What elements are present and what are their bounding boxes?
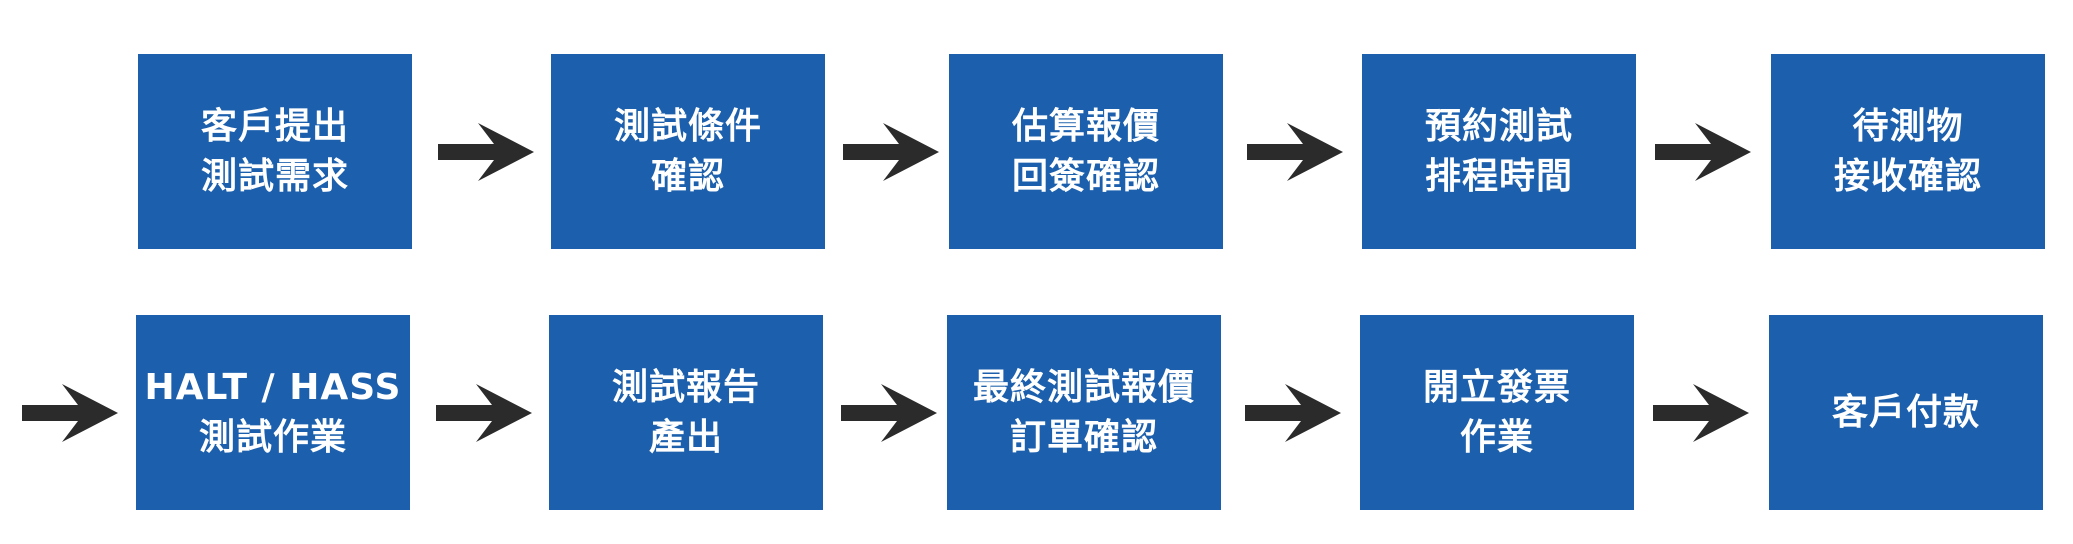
step-5-line-2: 接收確認 [1833, 155, 1982, 197]
step-9-line-2: 作業 [1459, 416, 1534, 458]
step-3-line-2: 回簽確認 [1011, 155, 1160, 197]
step-2-box: 測試條件 確認 [551, 54, 825, 249]
step-5-line-1: 待測物 [1852, 105, 1964, 147]
step-1-box: 客戶提出 測試需求 [138, 54, 412, 249]
arrow-right-icon [841, 384, 937, 442]
step-5-box: 待測物 接收確認 [1771, 54, 2045, 249]
arrow-right-icon [1247, 123, 1343, 181]
step-8-line-2: 訂單確認 [1009, 416, 1158, 458]
step-2-line-1: 測試條件 [613, 105, 762, 147]
step-2-line-2: 確認 [650, 155, 725, 197]
arrow-right-icon [22, 384, 118, 442]
step-6-line-1: HALT / HASS [144, 366, 402, 408]
step-6-line-2: 測試作業 [198, 416, 347, 458]
step-9-box: 開立發票 作業 [1360, 315, 1634, 510]
step-7-line-1: 測試報告 [611, 366, 760, 408]
step-9-line-1: 開立發票 [1422, 366, 1571, 408]
step-6-box: HALT / HASS 測試作業 [136, 315, 410, 510]
arrow-right-icon [1655, 123, 1751, 181]
arrow-right-icon [436, 384, 532, 442]
step-4-line-2: 排程時間 [1424, 155, 1573, 197]
step-8-box: 最終測試報價 訂單確認 [947, 315, 1221, 510]
step-4-box: 預約測試 排程時間 [1362, 54, 1636, 249]
arrow-right-icon [1245, 384, 1341, 442]
arrow-right-icon [843, 123, 939, 181]
step-3-line-1: 估算報價 [1011, 105, 1160, 147]
step-1-line-1: 客戶提出 [200, 105, 349, 147]
arrow-right-icon [438, 123, 534, 181]
step-10-line-1: 客戶付款 [1831, 391, 1980, 433]
step-8-line-1: 最終測試報價 [972, 366, 1195, 408]
step-7-box: 測試報告 產出 [549, 315, 823, 510]
step-7-line-2: 產出 [648, 416, 723, 458]
step-10-box: 客戶付款 [1769, 315, 2043, 510]
arrow-right-icon [1653, 384, 1749, 442]
step-4-line-1: 預約測試 [1424, 105, 1573, 147]
step-3-box: 估算報價 回簽確認 [949, 54, 1223, 249]
step-1-line-2: 測試需求 [200, 155, 349, 197]
